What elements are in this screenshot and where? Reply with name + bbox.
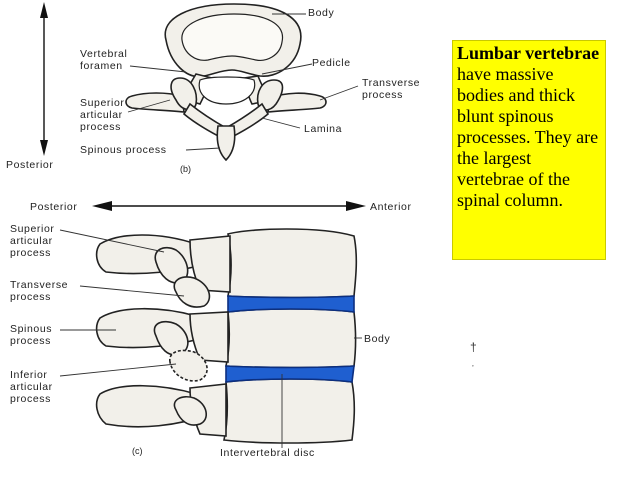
transverse-process-side-upper bbox=[173, 276, 211, 308]
lumbar-vertebrae-callout: Lumbar vertebrae have massive bodies and… bbox=[452, 40, 606, 260]
label-posterior-top: Posterior bbox=[6, 159, 53, 171]
label-pedicle: Pedicle bbox=[312, 57, 351, 69]
label-intervertebral-disc: Intervertebral disc bbox=[220, 447, 315, 459]
label-body-top: Body bbox=[308, 7, 334, 19]
vertebral-body-inner bbox=[181, 13, 284, 61]
figure-tag-b: (b) bbox=[180, 164, 191, 174]
inferior-articular-process-side bbox=[169, 349, 208, 382]
vertebral-body-upper bbox=[227, 228, 358, 299]
superior-articular-process-side bbox=[154, 246, 189, 284]
label-posterior-side: Posterior bbox=[30, 201, 77, 213]
side-view-vertebrae bbox=[59, 228, 362, 448]
label-spinous-process-top: Spinous process bbox=[80, 144, 167, 156]
label-superior-articular-top-2: articular bbox=[80, 109, 123, 121]
label-spinous-process-side-2: process bbox=[10, 335, 51, 347]
transverse-process-side-lower bbox=[173, 395, 207, 426]
intervertebral-disc-upper bbox=[227, 295, 355, 313]
label-vertebral-foramen-2: foramen bbox=[80, 60, 123, 72]
label-inferior-articular-side-3: process bbox=[10, 393, 51, 405]
pedicle-middle bbox=[189, 311, 229, 363]
label-superior-articular-side-3: process bbox=[10, 247, 51, 259]
vertebral-body-middle bbox=[225, 308, 357, 369]
side-leader-lines bbox=[59, 229, 362, 448]
label-spinous-process-side-1: Spinous bbox=[10, 323, 52, 335]
label-inferior-articular-side-1: Inferior bbox=[10, 369, 47, 381]
stray-mark-2: ’ bbox=[472, 364, 474, 373]
label-superior-articular-side-1: Superior bbox=[10, 223, 55, 235]
label-lamina: Lamina bbox=[304, 123, 342, 135]
figure-tag-c: (c) bbox=[132, 446, 143, 456]
label-anterior-side: Anterior bbox=[370, 201, 412, 213]
arrow-down-icon bbox=[40, 140, 48, 156]
label-superior-articular-side-2: articular bbox=[10, 235, 53, 247]
top-leader-lines bbox=[127, 13, 359, 151]
label-vertebral-foramen-1: Vertebral bbox=[80, 48, 127, 60]
arrow-up-icon bbox=[40, 2, 48, 18]
stray-mark-1: † bbox=[470, 340, 477, 354]
spinous-process-top bbox=[216, 125, 236, 162]
label-body-side: Body bbox=[364, 333, 390, 345]
articular-process-middle bbox=[153, 320, 189, 356]
label-transverse-process-top-1: Transverse bbox=[362, 77, 420, 89]
vertebral-foramen bbox=[198, 76, 256, 105]
transverse-process-left bbox=[125, 92, 185, 113]
transverse-process-right bbox=[267, 92, 327, 113]
label-transverse-process-side-1: Transverse bbox=[10, 279, 68, 291]
label-transverse-process-top-2: process bbox=[362, 89, 403, 101]
arrow-right-icon bbox=[346, 201, 366, 211]
label-transverse-process-side-2: process bbox=[10, 291, 51, 303]
arrow-left-icon bbox=[92, 201, 112, 211]
label-superior-articular-top-1: Superior bbox=[80, 97, 125, 109]
vertebral-body-lower bbox=[223, 378, 356, 444]
intervertebral-disc-lower bbox=[225, 365, 355, 383]
callout-body-text: have massive bodies and thick blunt spin… bbox=[457, 64, 599, 210]
top-view-vertebra bbox=[40, 2, 359, 162]
label-superior-articular-top-3: process bbox=[80, 121, 121, 133]
pedicle-upper bbox=[189, 235, 231, 293]
label-inferior-articular-side-2: articular bbox=[10, 381, 53, 393]
callout-bold-term: Lumbar vertebrae bbox=[457, 43, 600, 63]
